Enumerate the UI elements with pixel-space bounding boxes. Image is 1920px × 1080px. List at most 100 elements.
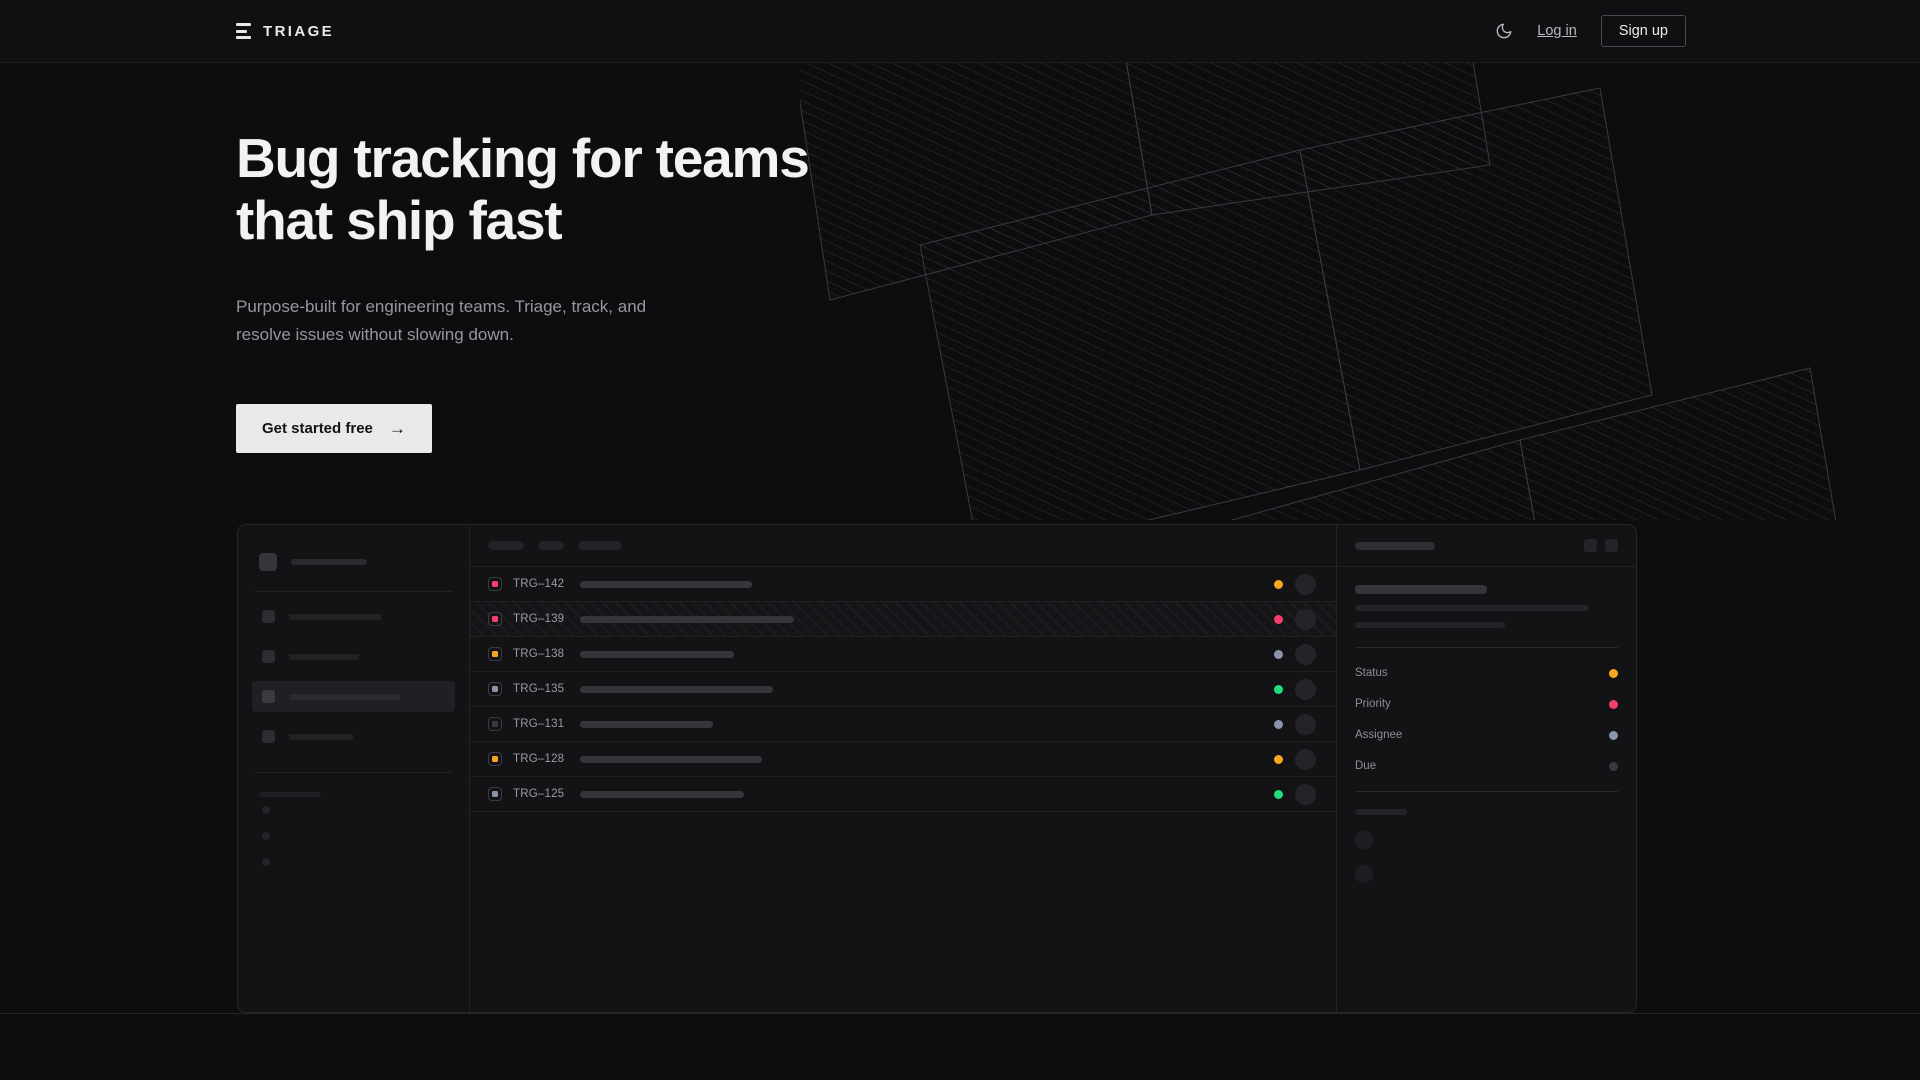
- issue-title-placeholder: [580, 720, 713, 728]
- issue-title-placeholder: [580, 755, 762, 763]
- detail-body-lines: [1355, 605, 1618, 628]
- sidebar-mini-item-2[interactable]: [252, 823, 455, 849]
- detail-action-button-2[interactable]: [1605, 539, 1618, 552]
- sidebar-item-label: [289, 653, 359, 660]
- issue-id: TRG–128: [513, 753, 565, 765]
- activity-avatar-1: [1355, 831, 1373, 849]
- avatar: [1295, 678, 1316, 700]
- status-dot: [1274, 684, 1283, 694]
- footer-divider: [0, 1013, 1920, 1014]
- status-dot: [1274, 719, 1283, 729]
- issue-type-badge: [488, 682, 502, 696]
- mockup-brand-placeholder: [291, 559, 367, 565]
- status-dot: [1274, 754, 1283, 764]
- detail-divider-2: [1355, 791, 1618, 792]
- status-dot: [1274, 789, 1283, 799]
- avatar: [1295, 783, 1316, 805]
- issue-id: TRG–142: [513, 578, 565, 590]
- detail-meta-label: Priority: [1355, 698, 1391, 710]
- hero-section: Bug tracking for teams that ship fast Pu…: [236, 63, 810, 454]
- moon-icon[interactable]: [1495, 22, 1513, 40]
- sidebar-item-3[interactable]: [252, 681, 455, 712]
- signup-button[interactable]: Sign up: [1600, 14, 1686, 48]
- issue-type-badge: [488, 647, 502, 661]
- issue-row-meta: [1274, 643, 1336, 665]
- issue-type-badge: [488, 787, 502, 801]
- activity-avatar-2: [1355, 865, 1373, 883]
- page-title: Bug tracking for teams that ship fast: [236, 127, 810, 251]
- issue-id: TRG–131: [513, 718, 565, 730]
- detail-meta-value-dot: [1609, 730, 1618, 740]
- filter-chip-1[interactable]: [488, 541, 524, 550]
- mockup-sidebar-brand[interactable]: [259, 553, 455, 571]
- issue-id: TRG–139: [513, 613, 565, 625]
- detail-activity-label: [1355, 809, 1407, 815]
- table-row[interactable]: TRG–138: [470, 637, 1336, 672]
- issue-row-meta: [1274, 573, 1336, 595]
- detail-action-button-1[interactable]: [1584, 539, 1597, 552]
- sidebar-item-icon: [262, 730, 275, 743]
- mockup-sidebar: [238, 525, 470, 1012]
- sidebar-mini-dot: [262, 806, 270, 814]
- detail-divider: [1355, 647, 1618, 648]
- detail-meta-label: Due: [1355, 760, 1377, 772]
- sidebar-mini-item-3[interactable]: [252, 849, 455, 875]
- hatch-artwork-svg: [800, 0, 1837, 520]
- sidebar-item-label: [289, 613, 381, 620]
- sidebar-mini-item-1[interactable]: [252, 797, 455, 823]
- brand-group[interactable]: TRIAGE: [236, 23, 334, 40]
- sidebar-item-icon: [262, 650, 275, 663]
- table-row[interactable]: TRG–131: [470, 707, 1336, 742]
- table-row[interactable]: TRG–142: [470, 567, 1336, 602]
- login-link[interactable]: Log in: [1537, 23, 1577, 39]
- sidebar-item-label: [289, 733, 353, 740]
- decorative-hatched-panels: [800, 0, 1920, 520]
- sidebar-mini-dot: [262, 858, 270, 866]
- table-row[interactable]: TRG–128: [470, 742, 1336, 777]
- detail-action-buttons: [1584, 539, 1618, 552]
- table-row[interactable]: TRG–139: [470, 602, 1336, 637]
- issue-title-placeholder: [580, 685, 773, 693]
- filter-chip-2[interactable]: [538, 541, 564, 550]
- detail-body-line-2: [1355, 622, 1505, 628]
- avatar: [1295, 608, 1316, 630]
- issue-title-placeholder: [580, 615, 794, 623]
- avatar: [1295, 573, 1316, 595]
- detail-meta-row-priority[interactable]: Priority: [1355, 698, 1618, 710]
- issue-type-badge: [488, 577, 502, 591]
- hero-subtitle: Purpose-built for engineering teams. Tri…: [236, 297, 647, 345]
- issue-row-meta: [1274, 608, 1336, 630]
- issue-row-meta: [1274, 678, 1336, 700]
- table-row[interactable]: TRG–135: [470, 672, 1336, 707]
- mockup-logo-icon: [259, 553, 277, 571]
- issue-type-badge: [488, 752, 502, 766]
- sidebar-item-4[interactable]: [252, 721, 455, 752]
- detail-meta-row-assignee[interactable]: Assignee: [1355, 729, 1618, 741]
- get-started-button[interactable]: Get started free →: [236, 404, 432, 454]
- issue-title-placeholder: [580, 580, 752, 588]
- brand-name: TRIAGE: [263, 22, 335, 40]
- sidebar-item-2[interactable]: [252, 641, 455, 672]
- detail-activity-avatars: [1355, 831, 1618, 883]
- mockup-sidebar-mini-items: [252, 797, 455, 875]
- triage-bars-icon: [236, 23, 251, 39]
- table-row[interactable]: TRG–125: [470, 777, 1336, 812]
- detail-meta-value-dot: [1609, 668, 1618, 678]
- sidebar-item-label: [289, 693, 401, 700]
- issue-id: TRG–135: [513, 683, 565, 695]
- avatar: [1295, 748, 1316, 770]
- detail-meta-row-status[interactable]: Status: [1355, 667, 1618, 679]
- status-dot: [1274, 649, 1283, 659]
- status-dot: [1274, 579, 1283, 589]
- arrow-right-icon: →: [388, 419, 406, 439]
- detail-meta-row-due[interactable]: Due: [1355, 760, 1618, 772]
- sidebar-divider-top: [255, 591, 452, 592]
- filter-chip-3[interactable]: [578, 541, 622, 550]
- status-dot: [1274, 614, 1283, 624]
- sidebar-item-1[interactable]: [252, 601, 455, 632]
- avatar: [1295, 643, 1316, 665]
